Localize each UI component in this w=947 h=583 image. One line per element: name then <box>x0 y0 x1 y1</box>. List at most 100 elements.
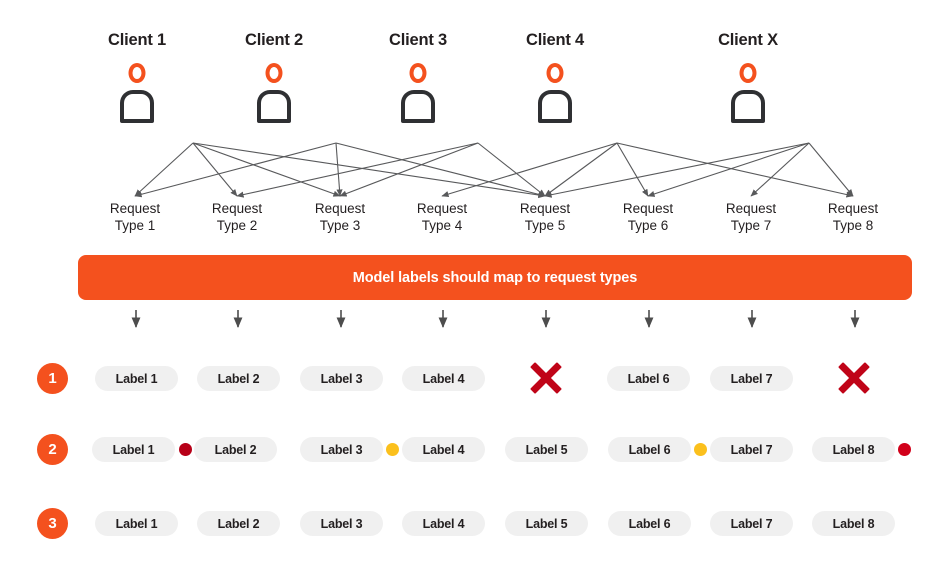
client-label: Client 2 <box>245 31 303 49</box>
network-edge <box>192 142 238 197</box>
label-pill[interactable]: Label 7 <box>710 511 793 536</box>
label-pill[interactable]: Label 1 <box>92 437 175 462</box>
row-badge-3: 3 <box>37 508 68 539</box>
network-edge <box>544 142 618 197</box>
request-type-line2: Type 2 <box>216 218 258 233</box>
request-type-line2: Type 4 <box>421 218 463 233</box>
request-type-line2: Type 6 <box>627 218 669 233</box>
person-body-icon <box>120 89 154 123</box>
row-badge-2: 2 <box>37 434 68 465</box>
request-type-line1: Request <box>827 201 879 216</box>
client-1: Client 1 <box>77 32 197 123</box>
request-type-line2: Type 8 <box>832 218 874 233</box>
person-icon <box>533 62 577 123</box>
mapping-banner-text: Model labels should map to request types <box>352 269 638 286</box>
label-pill[interactable]: Label 6 <box>608 437 691 462</box>
network-edge <box>192 142 546 199</box>
network-edge <box>441 142 618 198</box>
client-label: Client X <box>718 31 778 49</box>
person-body-icon <box>731 89 765 123</box>
label-pill[interactable]: Label 4 <box>402 437 485 462</box>
label-pill[interactable]: Label 1 <box>95 366 178 391</box>
label-pill[interactable]: Label 5 <box>505 437 588 462</box>
network-edge <box>335 142 546 198</box>
label-pill[interactable]: Label 8 <box>812 437 895 462</box>
person-head-icon <box>265 62 283 83</box>
label-pill[interactable]: Label 7 <box>710 437 793 462</box>
request-type-line1: Request <box>416 201 468 216</box>
request-type-line1: Request <box>211 201 263 216</box>
client-label: Client 1 <box>108 31 166 49</box>
severity-dot-yellow <box>694 443 707 456</box>
network-edge <box>544 142 810 198</box>
client-2: Client 2 <box>214 32 334 123</box>
label-pill[interactable]: Label 5 <box>505 511 588 536</box>
request-type-line2: Type 1 <box>114 218 156 233</box>
network-edge <box>808 142 854 197</box>
person-icon <box>396 62 440 123</box>
client-label: Client 4 <box>526 31 584 49</box>
network-edge <box>134 142 194 197</box>
client-label: Client 3 <box>389 31 447 49</box>
label-pill[interactable]: Label 6 <box>607 366 690 391</box>
person-head-icon <box>546 62 564 83</box>
mapping-banner: Model labels should map to request types <box>78 255 912 300</box>
network-edge <box>339 142 479 197</box>
request-type-line1: Request <box>314 201 366 216</box>
client-4: Client 4 <box>495 32 615 123</box>
label-pill[interactable]: Label 6 <box>608 511 691 536</box>
severity-dot-yellow <box>386 443 399 456</box>
person-icon <box>252 62 296 123</box>
request-type-line1: Request <box>519 201 571 216</box>
network-edge <box>616 142 649 197</box>
label-pill[interactable]: Label 2 <box>197 511 280 536</box>
label-pill[interactable]: Label 1 <box>95 511 178 536</box>
request-type-line1: Request <box>622 201 674 216</box>
network-edge <box>477 142 546 197</box>
label-pill[interactable]: Label 3 <box>300 366 383 391</box>
severity-dot-red <box>898 443 911 456</box>
label-pill[interactable]: Label 3 <box>300 437 383 462</box>
label-pill[interactable]: Label 8 <box>812 511 895 536</box>
label-pill[interactable]: Label 2 <box>197 366 280 391</box>
network-edge <box>192 142 341 197</box>
severity-dot-red <box>179 443 192 456</box>
network-edge <box>647 142 810 197</box>
person-icon <box>115 62 159 123</box>
person-body-icon <box>257 89 291 123</box>
network-edge <box>335 142 343 197</box>
request-type-line2: Type 3 <box>319 218 361 233</box>
label-pill[interactable]: Label 2 <box>194 437 277 462</box>
missing-label-x-icon <box>527 359 565 397</box>
person-body-icon <box>538 89 572 123</box>
person-icon <box>726 62 770 123</box>
network-edge <box>134 142 337 198</box>
person-head-icon <box>409 62 427 83</box>
person-head-icon <box>128 62 146 83</box>
request-type-line1: Request <box>109 201 161 216</box>
label-pill[interactable]: Label 7 <box>710 366 793 391</box>
request-type-line1: Request <box>725 201 777 216</box>
client-3: Client 3 <box>358 32 478 123</box>
label-pill[interactable]: Label 3 <box>300 511 383 536</box>
person-head-icon <box>739 62 757 83</box>
network-edge <box>616 142 854 198</box>
label-pill[interactable]: Label 4 <box>402 366 485 391</box>
network-edge <box>750 142 810 197</box>
row-badge-1: 1 <box>37 363 68 394</box>
client-5: Client X <box>688 32 808 123</box>
label-pill[interactable]: Label 4 <box>402 511 485 536</box>
person-body-icon <box>401 89 435 123</box>
request-type-line2: Type 7 <box>730 218 772 233</box>
